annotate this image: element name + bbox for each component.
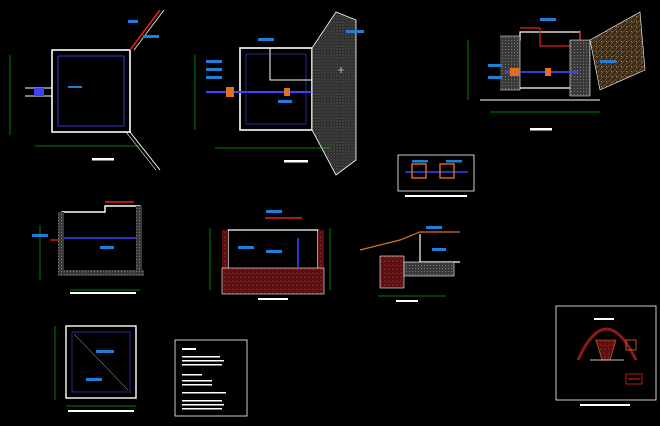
view-plan-3 [54,325,137,412]
view-detail-box [397,154,475,197]
view-section-2 [32,201,144,294]
view-tunnel-detail [555,305,657,406]
view-section-3 [209,210,331,300]
view-plan-1 [9,9,165,171]
notes-box [174,339,248,417]
view-plan-2 [194,11,364,176]
view-section-4 [359,226,460,302]
view-section-1 [467,11,646,131]
